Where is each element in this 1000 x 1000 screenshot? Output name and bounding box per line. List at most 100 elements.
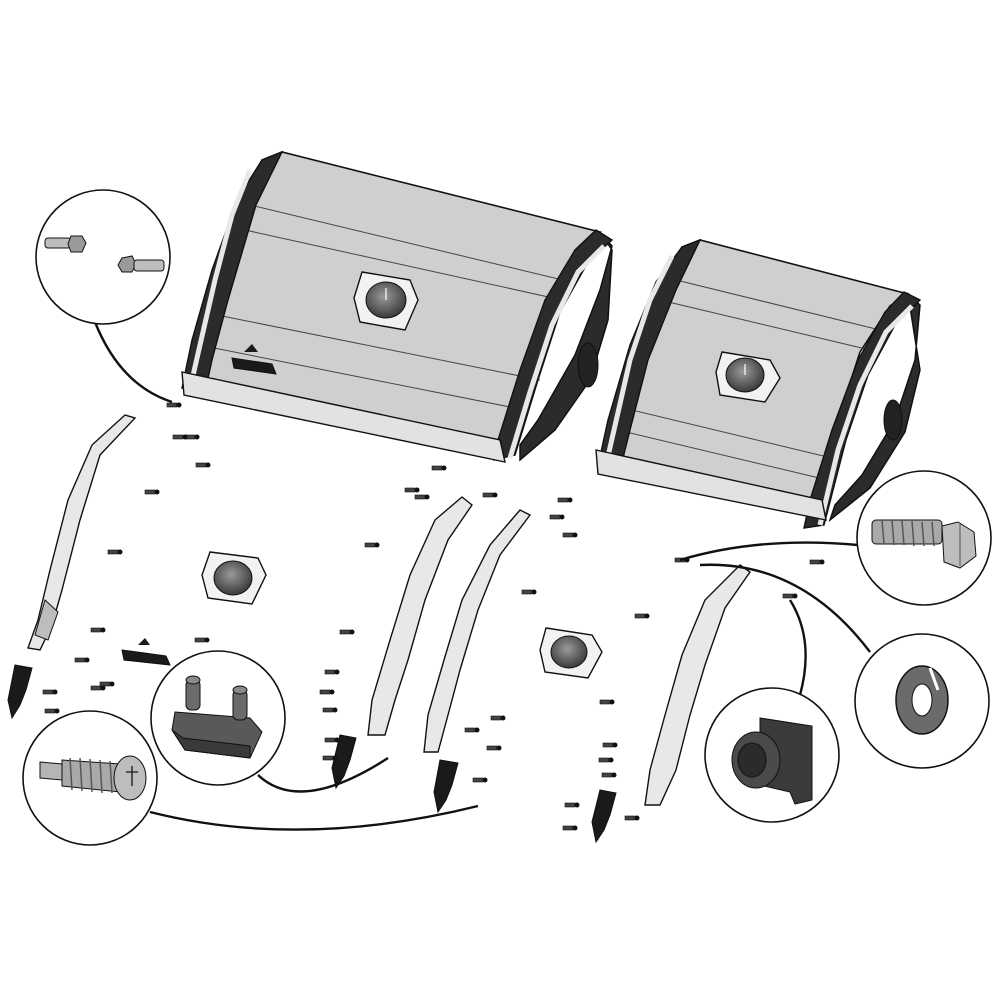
screw-head bbox=[609, 699, 615, 705]
screw-head bbox=[644, 613, 650, 619]
screw-icon bbox=[39, 755, 147, 801]
screw bbox=[324, 669, 336, 675]
screw-head bbox=[500, 715, 506, 721]
screw bbox=[472, 777, 484, 783]
small-lid-assembly bbox=[595, 238, 922, 529]
screw-head bbox=[332, 707, 338, 713]
leader-line-lock-washer bbox=[699, 563, 871, 653]
callout-heat-shield-clip bbox=[704, 687, 840, 823]
screw-head bbox=[182, 434, 188, 440]
screw-head bbox=[205, 462, 211, 468]
screw bbox=[521, 589, 533, 595]
panel-seam bbox=[659, 299, 871, 351]
trim-highlight bbox=[189, 169, 253, 381]
screw-head bbox=[329, 689, 335, 695]
panel-seam bbox=[667, 277, 881, 331]
screw-head bbox=[374, 542, 380, 548]
screw-head bbox=[441, 465, 447, 471]
screw-head bbox=[572, 825, 578, 831]
screw bbox=[562, 532, 574, 538]
screw bbox=[172, 434, 184, 440]
hex-bolt-icon bbox=[871, 519, 977, 569]
screw-head bbox=[194, 434, 200, 440]
large-lid-assembly bbox=[181, 150, 614, 463]
screw-head bbox=[608, 757, 614, 763]
lock-washer-icon bbox=[895, 665, 949, 735]
screw bbox=[431, 465, 443, 471]
screw-head bbox=[424, 494, 430, 500]
exploded-logo-badge bbox=[121, 638, 171, 666]
right-side-trim-small bbox=[644, 564, 751, 806]
screw bbox=[562, 825, 574, 831]
screw bbox=[601, 772, 613, 778]
panel-seam bbox=[213, 347, 526, 411]
screw-head bbox=[611, 772, 617, 778]
screw bbox=[404, 487, 416, 493]
screw-head bbox=[496, 745, 502, 751]
screw bbox=[486, 745, 498, 751]
heat-shield-bracket bbox=[591, 789, 617, 844]
panel-seam bbox=[625, 431, 837, 483]
screw-head bbox=[100, 627, 106, 633]
screw-head bbox=[572, 532, 578, 538]
screw bbox=[602, 742, 614, 748]
lid-end-cap-handle-mount bbox=[577, 342, 599, 388]
screw bbox=[195, 462, 207, 468]
panel-seam bbox=[631, 409, 841, 461]
screw bbox=[322, 755, 334, 761]
bumper-icon bbox=[171, 675, 263, 759]
screw bbox=[324, 737, 336, 743]
screw-head bbox=[117, 549, 123, 555]
screw bbox=[482, 492, 494, 498]
screw bbox=[90, 627, 102, 633]
leader-line-bumper bbox=[257, 756, 389, 793]
small-lid-thermometer bbox=[715, 351, 781, 403]
callout-self-tapping-screw bbox=[22, 710, 158, 846]
small-lid-end-cap bbox=[828, 291, 921, 523]
screw bbox=[557, 497, 569, 503]
screw-head bbox=[574, 802, 580, 808]
screw bbox=[194, 637, 206, 643]
screw bbox=[624, 815, 636, 821]
screw-head bbox=[634, 815, 640, 821]
screw-head bbox=[349, 629, 355, 635]
screw bbox=[599, 699, 611, 705]
callout-lock-washer bbox=[854, 633, 990, 769]
screw bbox=[809, 559, 821, 565]
trim-highlight bbox=[507, 244, 606, 459]
screw bbox=[464, 727, 476, 733]
left-end-cap-trim bbox=[27, 414, 137, 651]
panel-seam bbox=[221, 315, 541, 381]
screw bbox=[339, 629, 351, 635]
screw-head bbox=[414, 487, 420, 493]
screw-head bbox=[612, 742, 618, 748]
screw bbox=[319, 689, 331, 695]
heat-shield-bracket bbox=[433, 759, 459, 814]
screw-head bbox=[154, 489, 160, 495]
screw bbox=[322, 707, 334, 713]
screw bbox=[74, 657, 86, 663]
large-lid-logo-badge bbox=[231, 344, 277, 375]
screw-head bbox=[334, 669, 340, 675]
exploded-thermometer-small bbox=[539, 627, 603, 679]
clip-icon bbox=[731, 717, 813, 805]
screw bbox=[107, 549, 119, 555]
screw-head bbox=[792, 593, 798, 599]
screw-head bbox=[492, 492, 498, 498]
screw-head bbox=[559, 514, 565, 520]
screw bbox=[99, 681, 111, 687]
trim-bracket bbox=[34, 599, 59, 641]
screw-head bbox=[52, 689, 58, 695]
loose-hardware bbox=[42, 402, 825, 831]
screw-head bbox=[334, 737, 340, 743]
callout-hinge-pins bbox=[35, 189, 171, 325]
leader-line-hex-bolt bbox=[679, 541, 859, 562]
trim-highlight bbox=[603, 254, 675, 466]
screw bbox=[549, 514, 561, 520]
screw-head bbox=[332, 755, 338, 761]
screw-head bbox=[474, 727, 480, 733]
screw-head bbox=[531, 589, 537, 595]
screw-head bbox=[204, 637, 210, 643]
